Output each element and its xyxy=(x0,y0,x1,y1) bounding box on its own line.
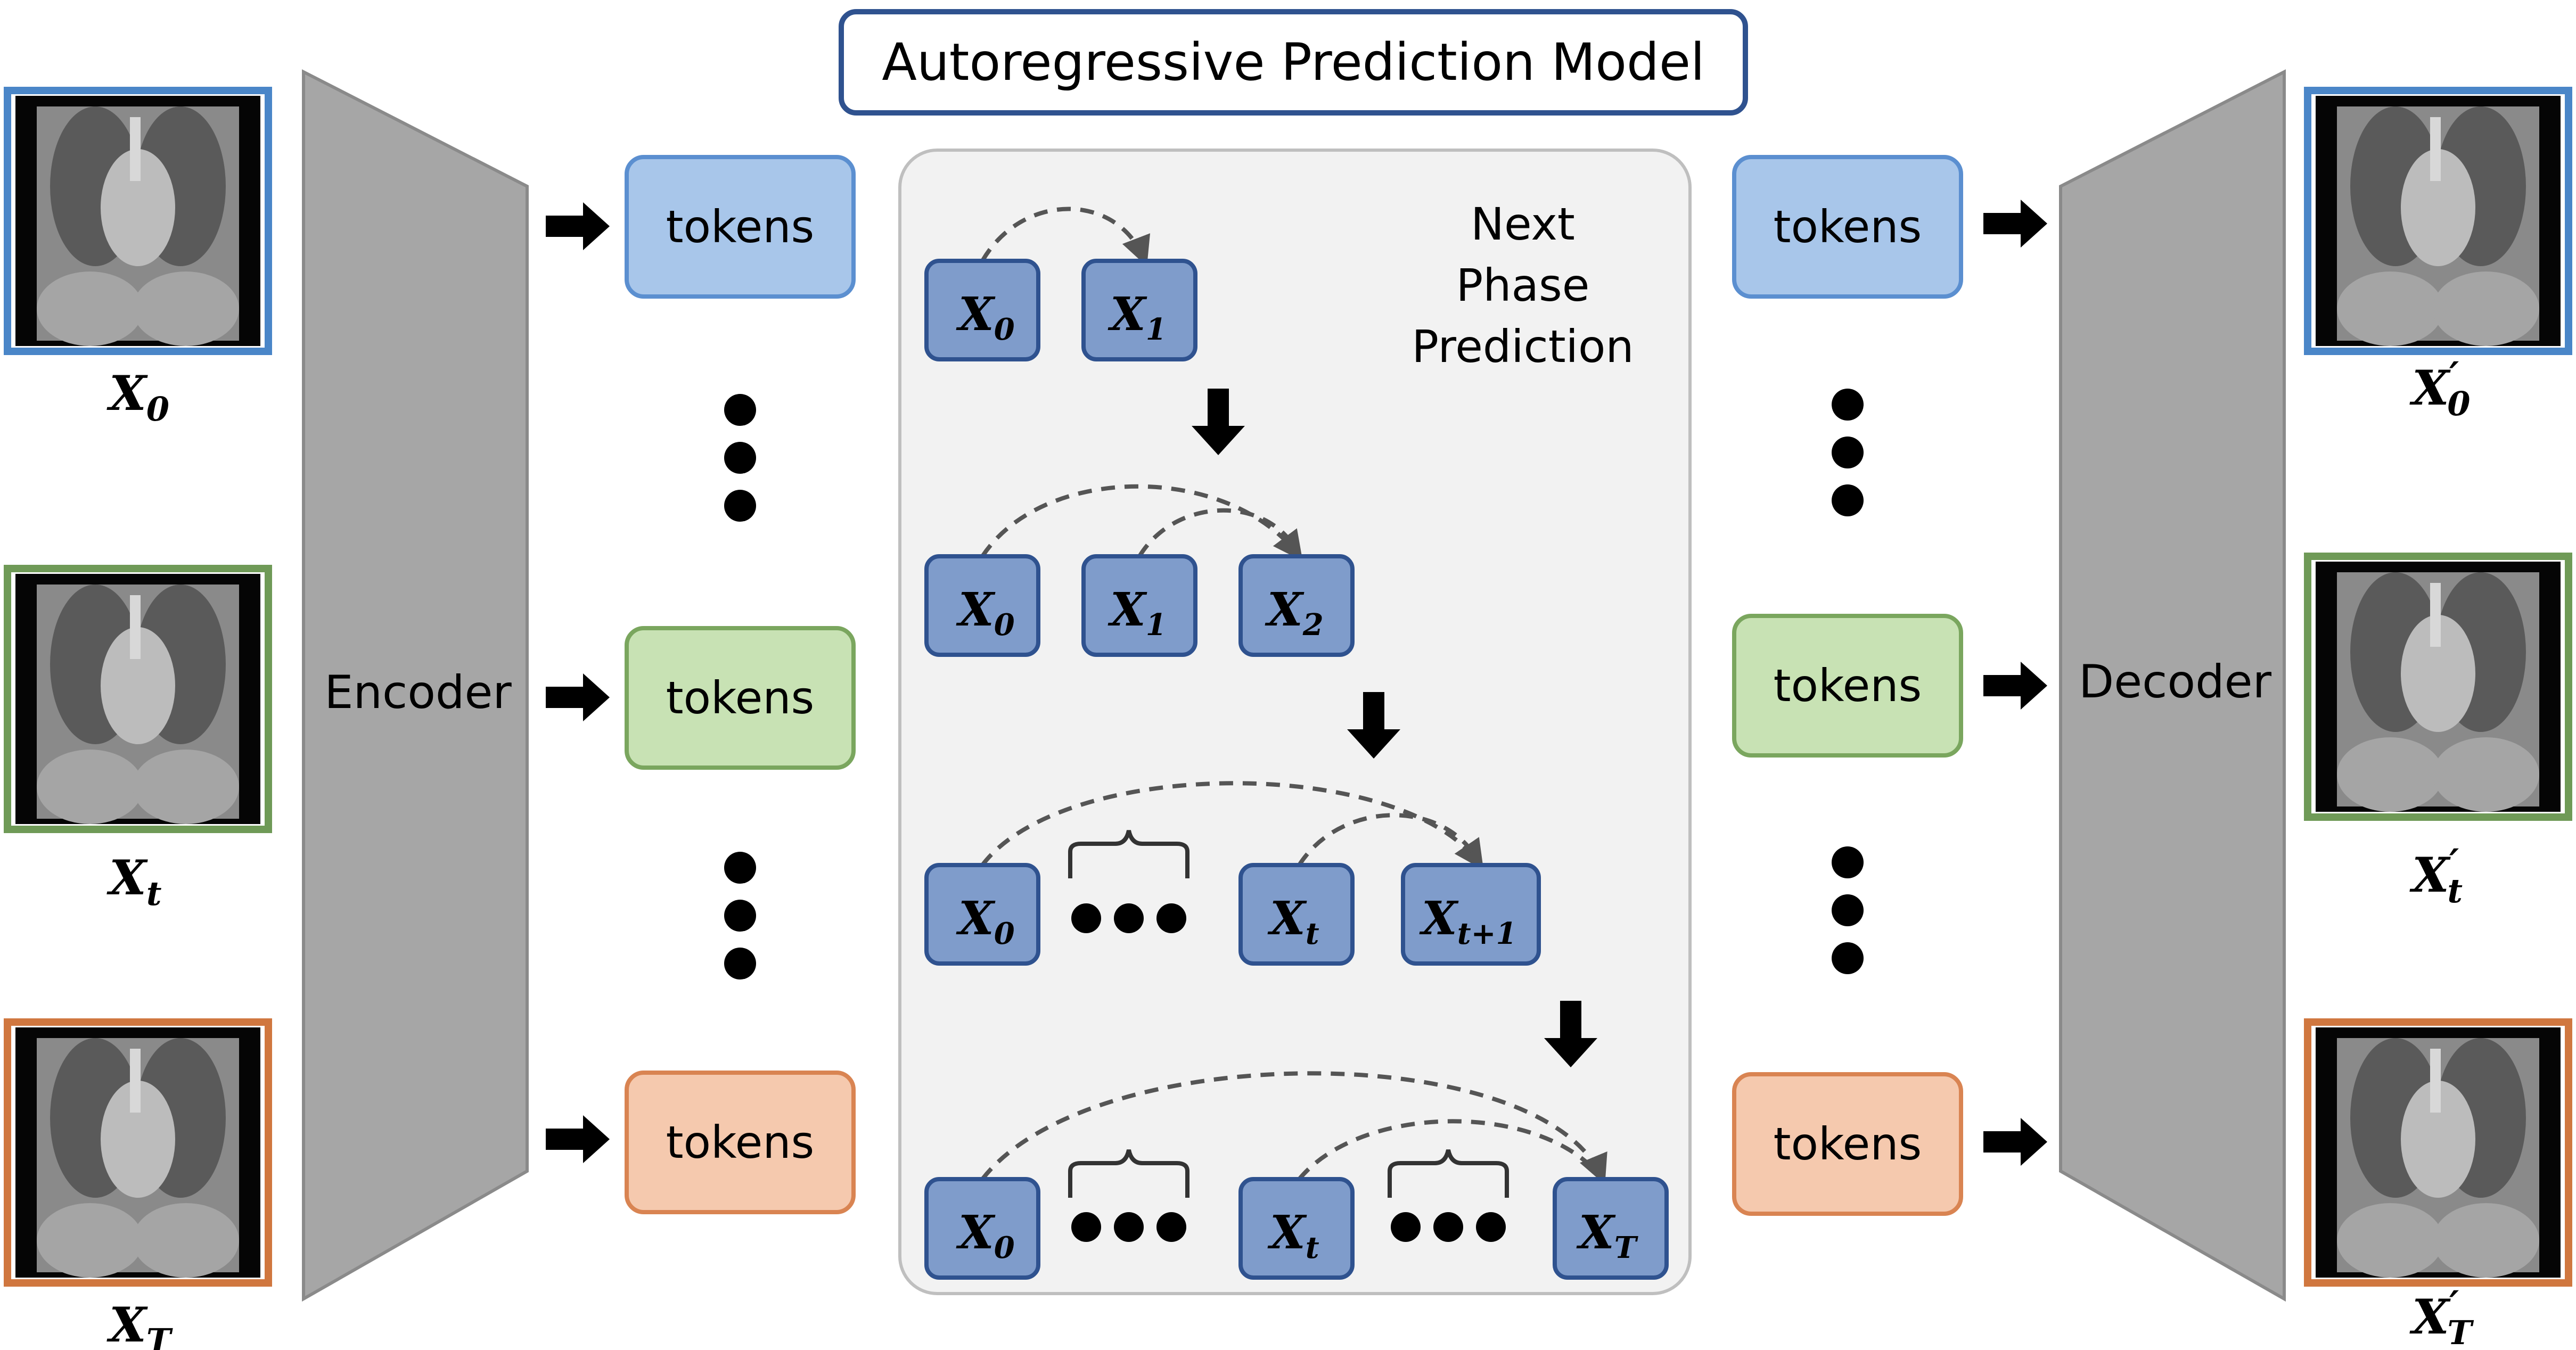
token-label: tokens xyxy=(666,1116,815,1168)
center-panel: Next Phase Prediction xyxy=(898,149,1692,1295)
decoder-block: Decoder xyxy=(2059,69,2286,1302)
input-label-T: XT xyxy=(106,1297,173,1350)
token-label: tokens xyxy=(666,201,815,253)
title-box: Autoregressive Prediction Model xyxy=(839,9,1748,116)
caption-line-3: Prediction xyxy=(1412,320,1634,373)
row-3: X0 Xt Xt+1 xyxy=(924,781,1541,966)
down-arrow-1 xyxy=(1192,389,1245,455)
input-label-t: Xt xyxy=(106,850,162,913)
caption-line-2: Phase xyxy=(1456,259,1590,311)
token-label: tokens xyxy=(1774,660,1922,712)
node-X0: X0 xyxy=(956,287,1015,347)
output-label-0: X′0 xyxy=(2409,353,2470,423)
left-tokens-T: tokens xyxy=(625,1071,856,1214)
token-label: tokens xyxy=(1774,1118,1922,1170)
output-image-T xyxy=(2304,1018,2572,1287)
down-arrow-2 xyxy=(1347,692,1400,759)
down-arrow-3 xyxy=(1544,1001,1597,1067)
output-image-t xyxy=(2304,553,2572,821)
right-tokens-0: tokens xyxy=(1732,155,1963,299)
encoder-block: Encoder xyxy=(302,69,529,1302)
diagram-title: Autoregressive Prediction Model xyxy=(882,32,1704,92)
left-tokens-0: tokens xyxy=(625,155,856,299)
encoder-label: Encoder xyxy=(324,666,512,719)
input-image-t xyxy=(4,565,272,833)
output-label-T: X′T xyxy=(2409,1282,2474,1350)
row-1: X0 X1 xyxy=(924,207,1197,361)
row-4: X0 Xt XT xyxy=(924,1071,1669,1280)
left-tokens-t: tokens xyxy=(625,626,856,770)
output-label-t: X′t xyxy=(2409,841,2463,910)
input-label-0: X0 xyxy=(106,365,169,429)
decoder-arrows xyxy=(1983,200,2047,1166)
input-image-T xyxy=(4,1018,272,1287)
encoder-arrows xyxy=(546,202,610,1163)
right-ellipsis-dots xyxy=(1832,389,1864,974)
input-image-0 xyxy=(4,87,272,355)
node-Xt: Xt xyxy=(1267,892,1319,951)
right-tokens-T: tokens xyxy=(1732,1072,1963,1216)
right-tokens-t: tokens xyxy=(1732,614,1963,758)
caption-line-1: Next xyxy=(1471,198,1575,250)
token-label: tokens xyxy=(1774,201,1922,253)
token-label: tokens xyxy=(666,672,815,724)
decoder-label: Decoder xyxy=(2079,655,2272,709)
row-2: X0 X1 X2 xyxy=(924,484,1355,657)
output-image-0 xyxy=(2304,87,2572,355)
left-ellipsis-dots xyxy=(724,394,756,979)
